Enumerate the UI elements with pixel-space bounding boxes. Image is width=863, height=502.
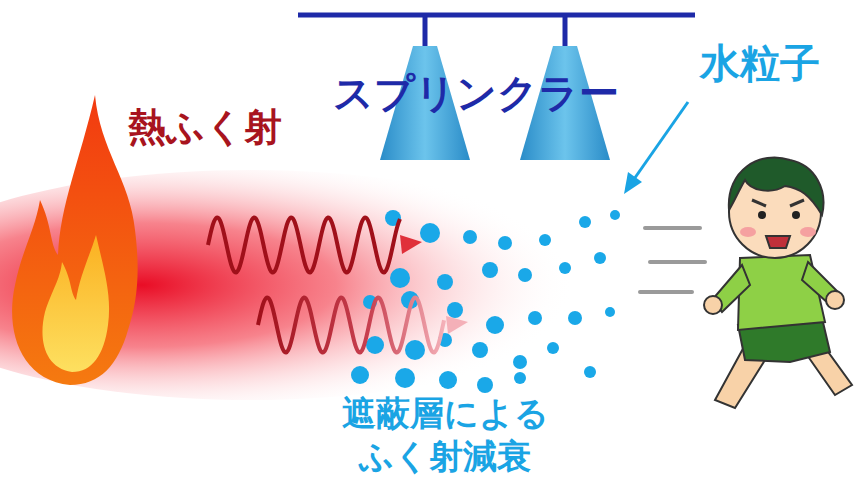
water-particle — [605, 307, 615, 317]
water-particle — [498, 236, 512, 250]
water-particle — [610, 210, 620, 220]
water-particle — [472, 342, 488, 358]
water-particle — [486, 316, 504, 334]
water-particle — [420, 223, 440, 243]
water-particle-label: 水粒子 — [700, 38, 820, 88]
water-particle — [463, 230, 477, 244]
speed-line — [645, 226, 700, 230]
pipe-drop — [423, 15, 428, 48]
fire-core — [42, 235, 109, 372]
water-particle — [514, 372, 526, 384]
fire — [12, 95, 138, 385]
water-particle — [477, 377, 493, 393]
water-particle — [390, 268, 410, 288]
water-particle — [594, 252, 606, 264]
running-boy — [704, 157, 852, 408]
pipe-drop — [563, 15, 568, 48]
water-particle — [559, 262, 571, 274]
water-particle — [439, 371, 457, 389]
sprinkler-pipe — [298, 13, 695, 18]
water-particle — [579, 216, 591, 228]
water-particle — [568, 311, 582, 325]
radiation-wave — [258, 298, 444, 353]
water-particle — [395, 368, 415, 388]
leader-line — [632, 102, 688, 182]
water-particle — [539, 234, 551, 246]
water-particle — [351, 366, 369, 384]
wave-arrowhead — [400, 235, 422, 254]
water-particle — [547, 342, 559, 354]
sprinkler-label: スプリンクラー — [333, 68, 619, 118]
leader-arrowhead — [624, 172, 642, 194]
attenuation-label: 遮蔽層による ふく射減衰 — [330, 392, 560, 477]
radiation-wave — [208, 218, 400, 273]
water-particle — [437, 274, 453, 290]
heat-radiation-label: 熱ふく射 — [128, 104, 282, 152]
water-particle — [405, 340, 425, 360]
water-particle — [518, 268, 532, 282]
water-particle — [482, 262, 498, 278]
speed-line — [650, 260, 705, 264]
wave-arrowhead — [446, 316, 468, 334]
water-particle — [584, 366, 596, 378]
water-particle — [528, 311, 542, 325]
water-particle — [513, 355, 527, 369]
speed-line — [640, 290, 692, 294]
water-particle — [366, 336, 384, 354]
water-particle — [447, 302, 463, 318]
